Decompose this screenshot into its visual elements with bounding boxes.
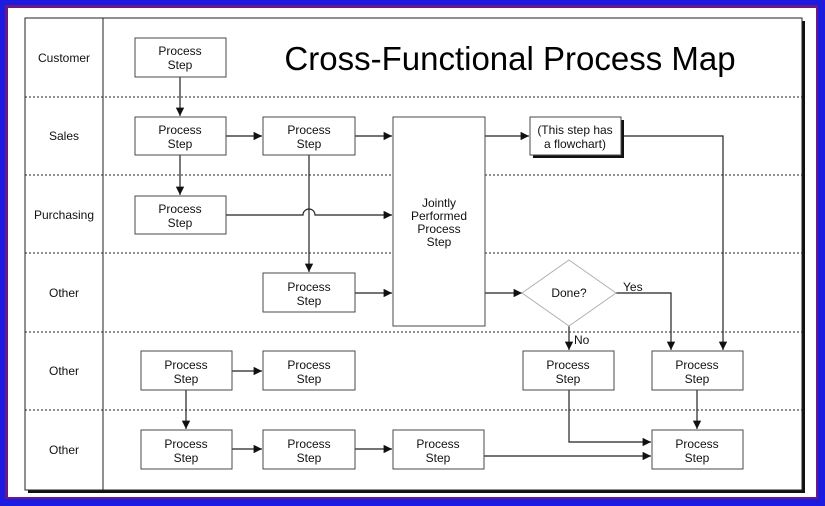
box-line: Process (416, 437, 459, 451)
connector-yes (616, 292, 676, 350)
connectors (175, 77, 728, 461)
process-step-other-3c[interactable]: Process Step (392, 429, 485, 470)
process-step-other-3b[interactable]: Process Step (262, 429, 356, 470)
box-line: Step (168, 58, 193, 72)
box-line: Step (174, 372, 199, 386)
connector (621, 135, 728, 350)
decision-done[interactable]: Done? (521, 259, 617, 327)
process-step-other-2c[interactable]: Process Step (522, 350, 615, 391)
lane-label-sales: Sales (49, 129, 79, 143)
process-step-other-2d[interactable]: Process Step (651, 350, 744, 391)
process-step-purchasing[interactable]: Process Step (134, 195, 227, 235)
lane-label-other-2: Other (49, 364, 79, 378)
box-line: Step (297, 137, 322, 151)
box-line: (This step has (537, 123, 612, 137)
lane-label-customer: Customer (38, 51, 90, 65)
edge-label-yes: Yes (623, 280, 643, 294)
box-line: Step (174, 451, 199, 465)
process-step-customer[interactable]: Process Step (134, 37, 227, 78)
box-line: Process (287, 280, 330, 294)
diagram-title: Cross-Functional Process Map (284, 40, 735, 77)
decision-label: Done? (551, 286, 587, 300)
box-line: Process (546, 358, 589, 372)
process-step-other-2b[interactable]: Process Step (262, 350, 356, 391)
jointly-performed-step[interactable]: Jointly Performed Process Step (392, 116, 486, 327)
process-nodes: Process Step Process Step Process Step J… (134, 37, 744, 470)
process-step-sales-2[interactable]: Process Step (262, 116, 356, 156)
connector-with-jump (226, 208, 392, 220)
box-line: Step (168, 137, 193, 151)
box-line: Process (158, 123, 201, 137)
box-line: Performed (411, 209, 467, 223)
box-line: Step (426, 451, 451, 465)
connector (568, 390, 651, 447)
box-line: Process (287, 358, 330, 372)
box-line: Step (685, 451, 710, 465)
box-line: Step (297, 294, 322, 308)
box-line: Process (158, 44, 201, 58)
box-line: Process (164, 358, 207, 372)
process-step-other-3d[interactable]: Process Step (651, 429, 744, 470)
box-line: Jointly (422, 196, 456, 210)
box-line: Process (164, 437, 207, 451)
process-step-other-3a[interactable]: Process Step (140, 429, 233, 470)
box-line: Process (287, 123, 330, 137)
lane-label-other-1: Other (49, 286, 79, 300)
box-line: Process (158, 202, 201, 216)
subprocess-flowchart-step[interactable]: (This step has a flowchart) (529, 116, 624, 158)
process-step-sales-1[interactable]: Process Step (134, 116, 227, 156)
lane-label-purchasing: Purchasing (34, 208, 94, 222)
edge-label-no: No (574, 333, 590, 347)
box-line: Process (675, 437, 718, 451)
box-line: Step (297, 451, 322, 465)
box-line: Step (168, 216, 193, 230)
process-step-other-1[interactable]: Process Step (262, 272, 356, 313)
lane-label-other-3: Other (49, 443, 79, 457)
box-line: Step (685, 372, 710, 386)
box-line: a flowchart) (544, 137, 606, 151)
box-line: Process (417, 222, 460, 236)
process-step-other-2a[interactable]: Process Step (140, 350, 233, 391)
box-line: Process (675, 358, 718, 372)
box-line: Step (556, 372, 581, 386)
box-line: Step (297, 372, 322, 386)
box-line: Step (427, 235, 452, 249)
box-line: Process (287, 437, 330, 451)
